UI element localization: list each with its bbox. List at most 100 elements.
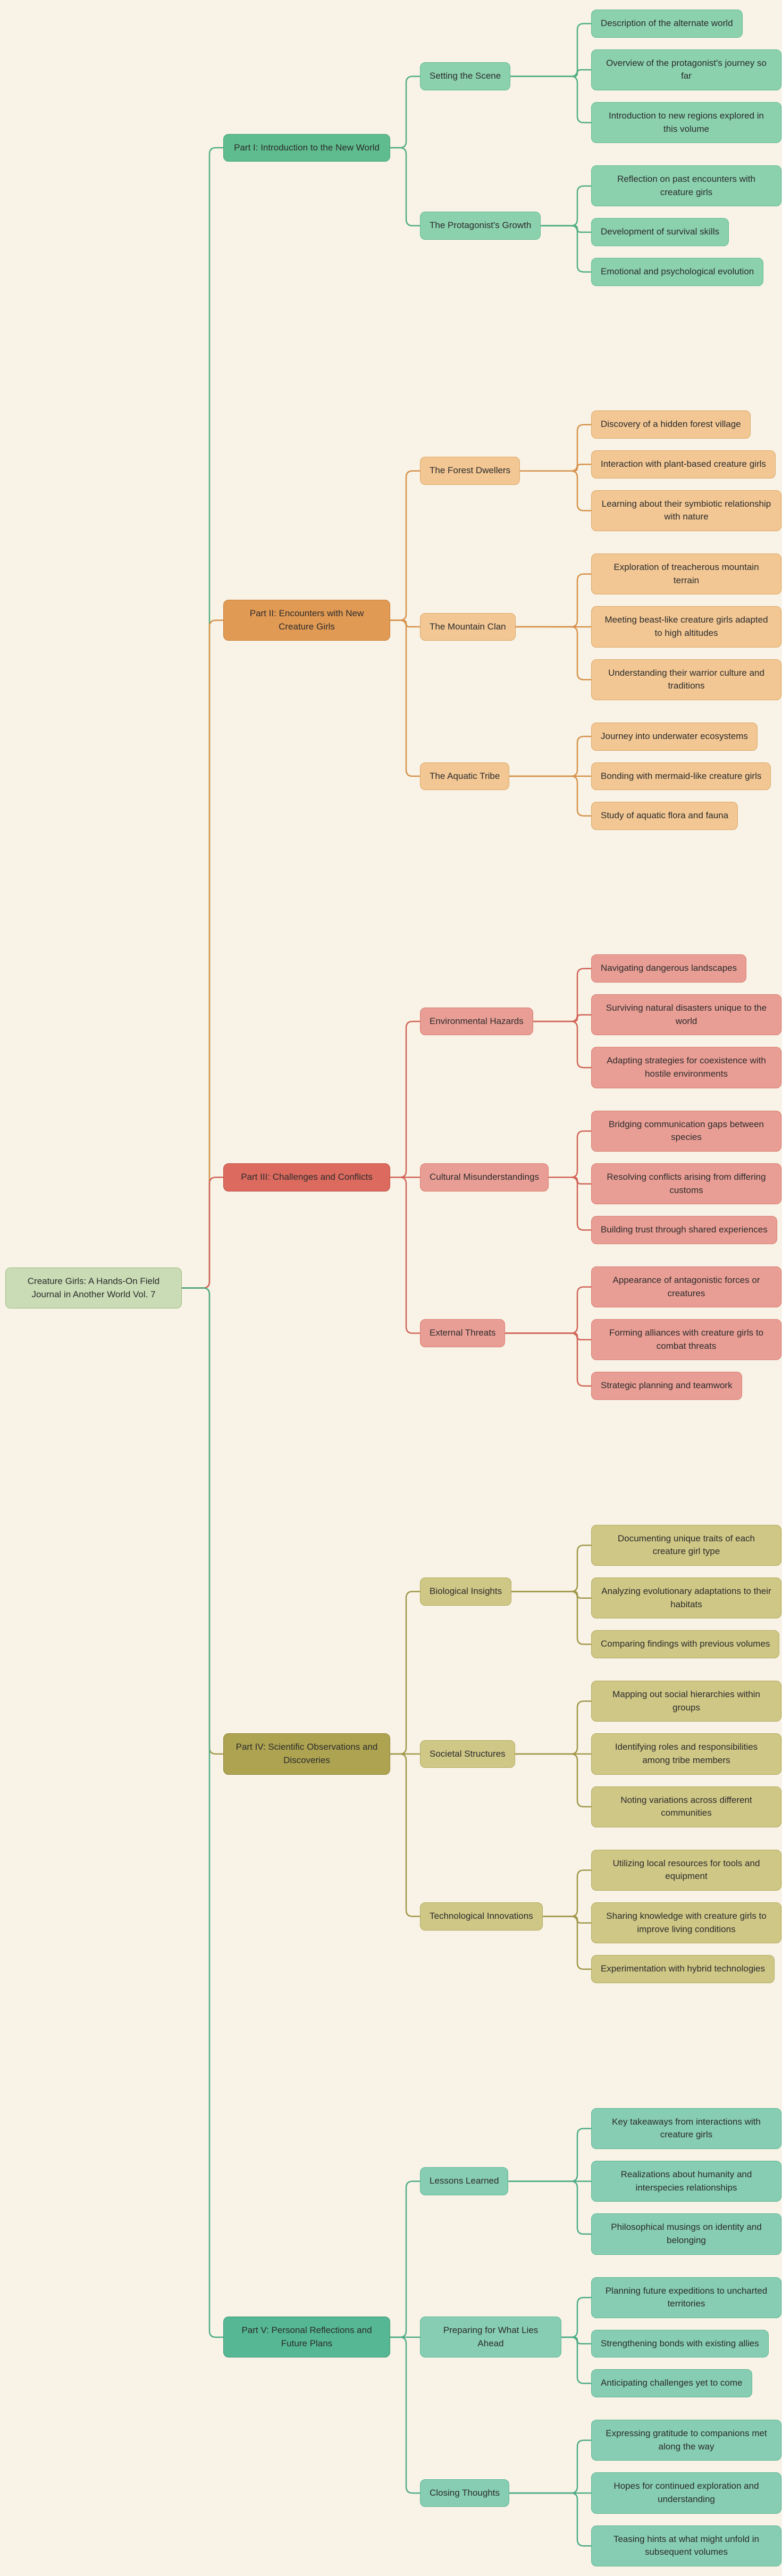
leaf-node: Overview of the protagonist's journey so… <box>591 49 781 90</box>
leaf-node: Understanding their warrior culture and … <box>591 659 781 700</box>
subtopic-node: Cultural Misunderstandings <box>420 1163 549 1191</box>
leaf-column: Bridging communication gaps between spec… <box>591 1110 781 1244</box>
leaf-column: Key takeaways from interactions with cre… <box>591 2108 781 2255</box>
leaf-node: Planning future expeditions to uncharted… <box>591 2277 781 2318</box>
leaf-node: Appearance of antagonistic forces or cre… <box>591 1266 781 1308</box>
leaf-node: Analyzing evolutionary adaptations to th… <box>591 1578 781 1619</box>
part-group: Part II: Encounters with New Creature Gi… <box>223 410 781 830</box>
subtopic-group: Societal Structures Mapping out social hi… <box>420 1680 781 1827</box>
subtopic-column: Environmental Hazards Navigating dangerou… <box>420 954 781 1400</box>
leaf-node: Expressing gratitude to companions met a… <box>591 2420 781 2461</box>
subtopic-column: Setting the Scene Description of the alte… <box>420 10 781 286</box>
leaf-column: Documenting unique traits of each creatu… <box>591 1524 781 1658</box>
subtopic-slot: Environmental Hazards <box>420 1007 561 1036</box>
leaf-column: Exploration of treacherous mountain terr… <box>591 553 781 700</box>
part-group: Part IV: Scientific Observations and Dis… <box>223 1524 781 1984</box>
subtopic-group: Setting the Scene Description of the alte… <box>420 10 781 144</box>
subtopic-node: Societal Structures <box>420 1740 515 1768</box>
part-node: Part IV: Scientific Observations and Dis… <box>223 1733 390 1775</box>
leaf-node: Bonding with mermaid-like creature girls <box>591 762 771 791</box>
leaf-node: Resolving conflicts arising from differi… <box>591 1163 781 1205</box>
subtopic-slot: External Threats <box>420 1319 561 1347</box>
leaf-column: Utilizing local resources for tools and … <box>591 1849 781 1984</box>
leaf-node: Surviving natural disasters unique to th… <box>591 994 781 1036</box>
subtopic-group: The Aquatic Tribe Journey into underwater… <box>420 722 771 830</box>
subtopic-node: External Threats <box>420 1319 506 1347</box>
subtopic-node: The Aquatic Tribe <box>420 762 510 791</box>
leaf-node: Development of survival skills <box>591 218 729 247</box>
leaf-node: Forming alliances with creature girls to… <box>591 1319 781 1361</box>
subtopic-node: Lessons Learned <box>420 2167 509 2195</box>
leaf-node: Building trust through shared experience… <box>591 1216 777 1244</box>
leaf-column: Appearance of antagonistic forces or cre… <box>591 1266 781 1400</box>
leaf-node: Teasing hints at what might unfold in su… <box>591 2525 781 2566</box>
leaf-node: Exploration of treacherous mountain terr… <box>591 553 781 595</box>
subtopic-node: Technological Innovations <box>420 1902 543 1931</box>
subtopic-group: Cultural Misunderstandings Bridging commu… <box>420 1110 781 1244</box>
leaf-node: Noting variations across different commu… <box>591 1786 781 1827</box>
part-node: Part II: Encounters with New Creature Gi… <box>223 599 390 641</box>
leaf-node: Key takeaways from interactions with cre… <box>591 2108 781 2149</box>
part-group: Part III: Challenges and Conflicts Enviro… <box>223 954 781 1400</box>
leaf-node: Strengthening bonds with existing allies <box>591 2329 769 2358</box>
leaf-node: Documenting unique traits of each creatu… <box>591 1524 781 1566</box>
leaf-node: Reflection on past encounters with creat… <box>591 165 781 207</box>
subtopic-node: Closing Thoughts <box>420 2479 509 2507</box>
subtopic-node: Biological Insights <box>420 1578 512 1606</box>
leaf-node: Comparing findings with previous volumes <box>591 1630 780 1658</box>
part-group: Part I: Introduction to the New World Set… <box>223 10 781 286</box>
subtopic-slot: Technological Innovations <box>420 1902 561 1931</box>
leaf-node: Learning about their symbiotic relations… <box>591 490 781 532</box>
leaf-node: Anticipating challenges yet to come <box>591 2369 752 2398</box>
mindmap-tree: Creature Girls: A Hands-On Field Journal… <box>5 10 781 2566</box>
subtopic-column: The Forest Dwellers Discovery of a hidden… <box>420 410 781 830</box>
subtopic-slot: The Forest Dwellers <box>420 457 561 485</box>
subtopic-slot: The Aquatic Tribe <box>420 762 561 791</box>
leaf-node: Discovery of a hidden forest village <box>591 410 751 439</box>
subtopic-group: Closing Thoughts Expressing gratitude to … <box>420 2420 781 2566</box>
leaf-column: Planning future expeditions to uncharted… <box>591 2277 781 2398</box>
subtopic-node: The Mountain Clan <box>420 612 516 641</box>
subtopic-slot: Closing Thoughts <box>420 2479 561 2507</box>
subtopic-group: External Threats Appearance of antagonist… <box>420 1266 781 1400</box>
subtopic-node: Setting the Scene <box>420 62 511 90</box>
leaf-node: Strategic planning and teamwork <box>591 1372 742 1400</box>
leaf-node: Description of the alternate world <box>591 10 743 38</box>
subtopic-slot: The Mountain Clan <box>420 612 561 641</box>
subtopic-node: The Forest Dwellers <box>420 457 520 485</box>
subtopic-slot: The Protagonist's Growth <box>420 212 561 240</box>
root-node: Creature Girls: A Hands-On Field Journal… <box>5 1267 182 1309</box>
subtopic-slot: Biological Insights <box>420 1578 561 1606</box>
leaf-node: Sharing knowledge with creature girls to… <box>591 1902 781 1944</box>
leaf-node: Bridging communication gaps between spec… <box>591 1110 781 1152</box>
subtopic-node: Environmental Hazards <box>420 1007 533 1036</box>
subtopic-group: Biological Insights Documenting unique tr… <box>420 1524 781 1658</box>
subtopic-group: Technological Innovations Utilizing local… <box>420 1849 781 1984</box>
leaf-node: Hopes for continued exploration and unde… <box>591 2472 781 2514</box>
subtopic-slot: Societal Structures <box>420 1740 561 1768</box>
leaf-node: Philosophical musings on identity and be… <box>591 2213 781 2255</box>
part-group: Part V: Personal Reflections and Future … <box>223 2108 781 2566</box>
part-column: Part I: Introduction to the New World Set… <box>223 10 781 2566</box>
leaf-column: Reflection on past encounters with creat… <box>591 165 781 286</box>
part-node: Part III: Challenges and Conflicts <box>223 1163 390 1191</box>
part-node: Part I: Introduction to the New World <box>223 133 390 162</box>
leaf-node: Emotional and psychological evolution <box>591 258 764 286</box>
leaf-column: Expressing gratitude to companions met a… <box>591 2420 781 2566</box>
leaf-node: Mapping out social hierarchies within gr… <box>591 1680 781 1722</box>
subtopic-group: Preparing for What Lies Ahead Planning fu… <box>420 2277 781 2398</box>
leaf-node: Journey into underwater ecosystems <box>591 722 758 751</box>
leaf-column: Mapping out social hierarchies within gr… <box>591 1680 781 1827</box>
leaf-node: Adapting strategies for coexistence with… <box>591 1047 781 1088</box>
leaf-node: Study of aquatic flora and fauna <box>591 802 738 830</box>
subtopic-group: The Mountain Clan Exploration of treacher… <box>420 553 781 700</box>
subtopic-slot: Setting the Scene <box>420 62 561 90</box>
subtopic-group: Lessons Learned Key takeaways from intera… <box>420 2108 781 2255</box>
subtopic-node: Preparing for What Lies Ahead <box>420 2317 561 2358</box>
leaf-node: Experimentation with hybrid technologies <box>591 1955 775 1984</box>
subtopic-group: The Protagonist's Growth Reflection on pa… <box>420 165 781 286</box>
